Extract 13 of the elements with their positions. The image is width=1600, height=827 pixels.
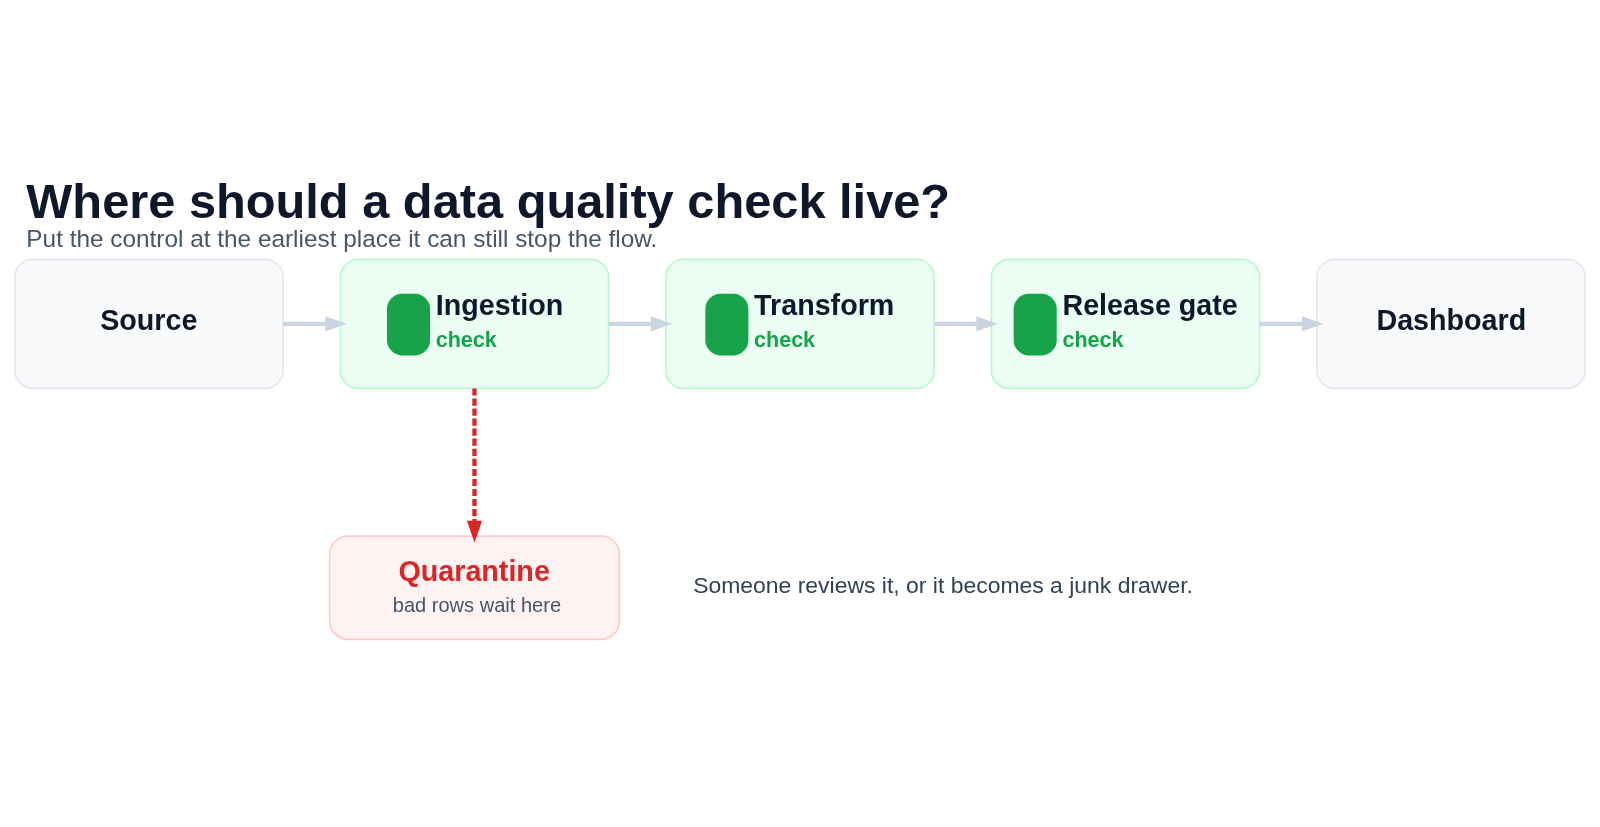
node-box: Dashboard	[1316, 258, 1586, 390]
node-box: Ingestion check	[339, 258, 610, 390]
arrow	[466, 388, 483, 543]
arrow	[608, 316, 673, 332]
diagram-title: Where should a data quality check live?	[26, 174, 951, 229]
node-label: Someone reviews it, or it becomes a junk drawer.	[693, 572, 1193, 599]
arrow	[1259, 316, 1324, 332]
node-box: Release gate check	[990, 258, 1261, 390]
node-box: Source	[14, 258, 284, 390]
node-box: Transform check	[665, 258, 935, 390]
arrow	[283, 316, 347, 332]
node-box: Quarantine bad rows wait here	[328, 535, 621, 641]
arrow	[934, 316, 998, 332]
